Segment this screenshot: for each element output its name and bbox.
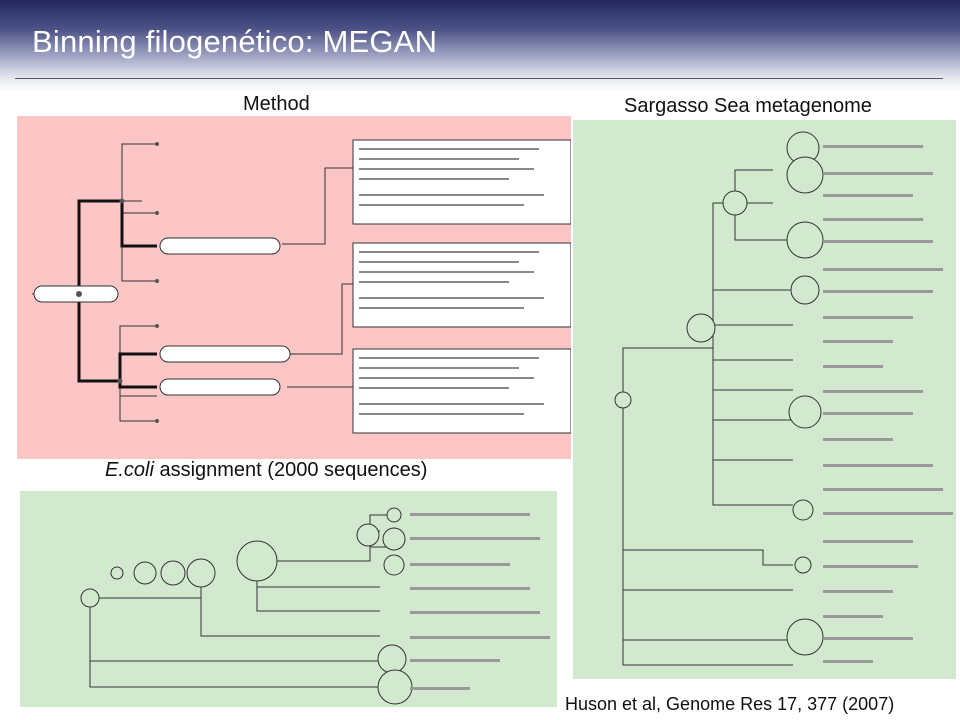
sargasso-tree-image xyxy=(573,120,956,679)
ecoli-label-italic: E.coli xyxy=(105,459,154,481)
slide-title: Binning filogenético: MEGAN xyxy=(32,24,438,59)
ecoli-label: E.coli assignment (2000 sequences) xyxy=(105,459,427,482)
ecoli-label-rest: assignment (2000 sequences) xyxy=(153,459,428,481)
header-band xyxy=(0,0,960,92)
sargasso-label: Sargasso Sea metagenome xyxy=(624,95,872,117)
method-diagram-image xyxy=(17,116,571,459)
citation: Huson et al, Genome Res 17, 377 (2007) xyxy=(565,694,895,714)
title-divider xyxy=(15,78,943,79)
ecoli-tree-image xyxy=(20,491,557,707)
method-label: Method xyxy=(243,93,310,115)
